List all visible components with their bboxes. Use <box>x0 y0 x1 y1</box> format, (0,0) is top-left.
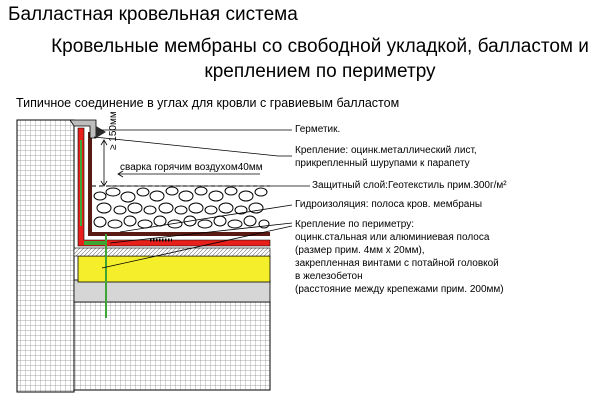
label-perimeter-line4: закрепленная винтами с потайной головкой <box>295 258 499 269</box>
label-perimeter-line1: Крепление по периметру: <box>295 219 414 230</box>
separation-layer <box>73 247 271 257</box>
concrete-slab <box>73 301 271 391</box>
structural-layer <box>73 279 271 303</box>
label-perimeter-line5: в железобетон <box>295 271 363 282</box>
membrane-strip <box>77 127 271 247</box>
label-waterproofing: Гидроизоляция: полоса кров. мембраны <box>295 199 483 210</box>
sealant <box>96 126 106 138</box>
label-perimeter-line2: оцинк.стальная или алюминиевая полоса <box>295 232 490 243</box>
leader-lines <box>93 129 310 269</box>
perimeter-fixing-strip <box>84 241 106 245</box>
parapet-wall <box>16 119 75 393</box>
gravel-ballast <box>92 186 270 232</box>
label-perimeter-line6: (расстояние между крепежами прим. 200мм) <box>295 284 504 295</box>
label-protective: Защитный слой:Геотекстиль прим.300г/м² <box>312 180 507 191</box>
dimension-label: ≥ 150мм <box>108 111 119 150</box>
label-perimeter-line3: (размер прим. 4мм х 20мм), <box>295 245 425 256</box>
weld-arrow <box>117 170 260 178</box>
metal-cap <box>69 119 97 139</box>
weld-label: сварка горячим воздухом40мм <box>120 162 263 173</box>
insulation-layer <box>77 255 271 283</box>
label-fixing-line2: прикрепленный шурупами к парапету <box>295 158 470 169</box>
dimension-marker <box>100 139 108 187</box>
label-sealant: Герметик. <box>295 124 341 135</box>
label-fixing-line1: Крепление: оцинк.металлический лист, <box>295 145 477 156</box>
diagram-caption: Типичное соединение в углах для кровли с… <box>16 96 400 110</box>
page-subtitle: Кровельные мембраны со свободной укладко… <box>51 36 589 82</box>
page-title: Балластная кровельная система <box>8 4 298 25</box>
